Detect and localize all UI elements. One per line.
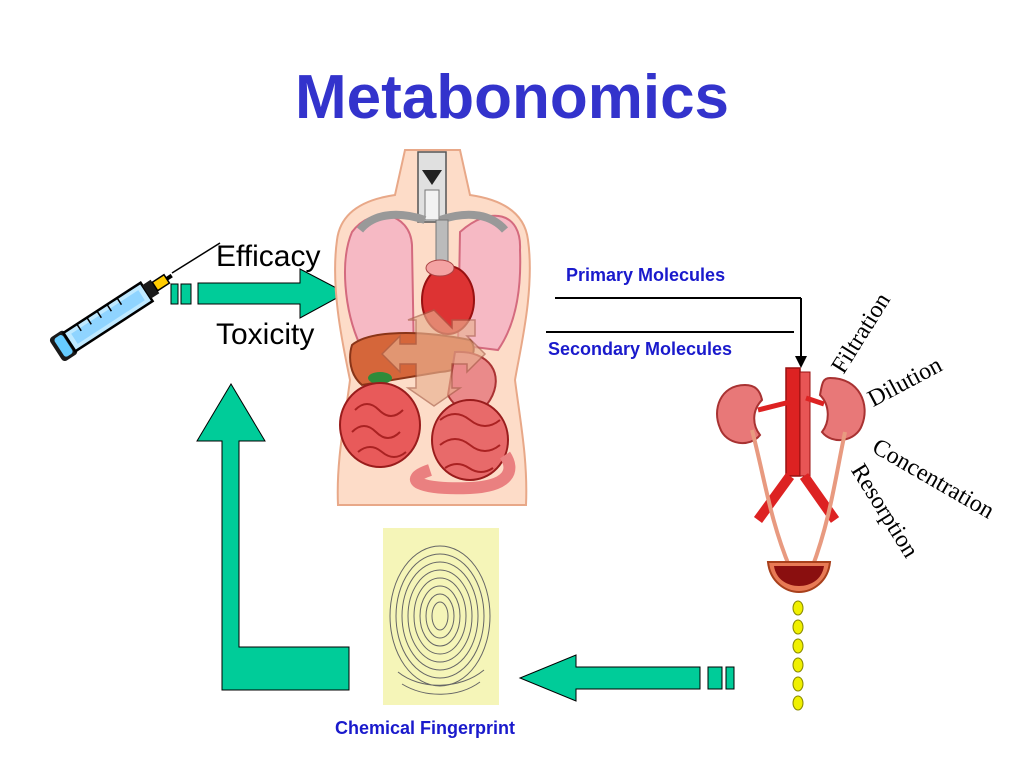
efficacy-label: Efficacy: [216, 240, 321, 273]
secondary-molecules-label: Secondary Molecules: [548, 339, 733, 359]
torso-organs-icon: [334, 149, 531, 506]
kidney-urinary-icon: [716, 367, 866, 711]
toxicity-label: Toxicity: [216, 318, 315, 351]
chemical-fingerprint-label: Chemical Fingerprint: [335, 718, 516, 738]
syringe-icon: [49, 242, 221, 361]
molecule-lines: [546, 297, 807, 368]
slide-title: Metabonomics: [294, 63, 730, 132]
primary-molecules-label: Primary Molecules: [566, 265, 726, 285]
arrow-to-body: [170, 268, 348, 319]
feedback-arrow: [196, 383, 350, 691]
fingerprint-icon: [383, 528, 499, 705]
arrow-to-fingerprint: [518, 654, 735, 702]
